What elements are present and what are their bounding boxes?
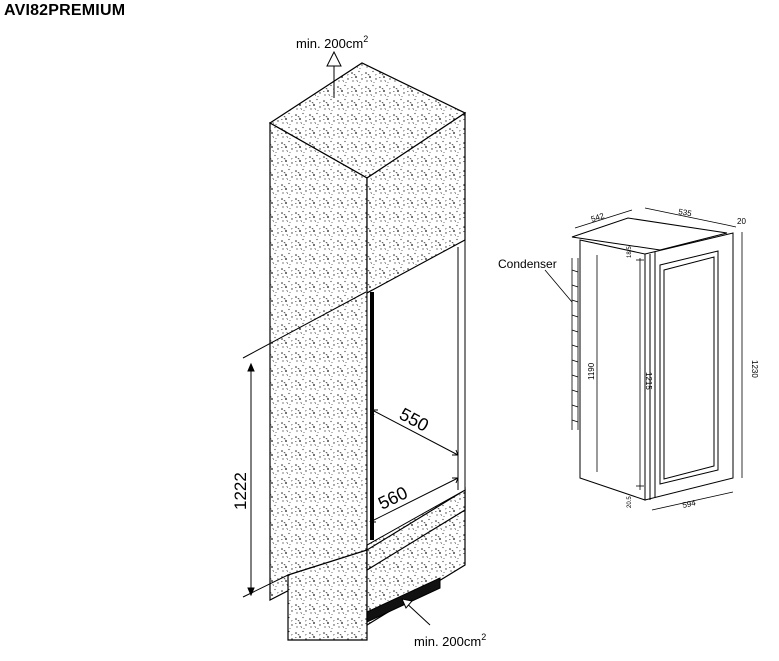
appliance-drawing [571,217,734,501]
model-title: AVI82PREMIUM [4,2,126,19]
appliance-top-face [571,217,728,251]
height-dimension [242,291,367,598]
top-vent-arrow [326,50,342,98]
dim-top-right: 20 [737,217,746,226]
dim-bottom-width: 594 [682,498,697,510]
depth-dimension [371,409,459,456]
dim-body-height: 1190 [587,362,596,380]
cabinet-left-front-panel [269,121,368,601]
bottom-vent-arrow [401,598,431,626]
condenser-grille [544,258,579,430]
cabinet-base-front [287,549,368,641]
appliance-dimensions [574,207,743,511]
dim-inner-height: 1215 [644,372,653,390]
dim-overall-height: 1230 [750,360,759,378]
dim-small-top: 18.5 [627,246,633,258]
height-dimension-label: 1222 [231,472,250,510]
appliance-door-glass [659,250,719,485]
cabinet-plinth-panel [366,488,466,572]
dim-top-left: 542 [590,211,606,224]
condenser-label: Condenser [498,257,557,271]
cabinet-drawing [268,62,467,641]
top-vent-label: min. 200cm2 [296,34,368,51]
dim-top-mid: 535 [678,207,693,218]
dim-small-bottom: 20.5 [627,496,633,508]
cabinet-niche [366,239,466,546]
niche-opening [366,239,466,546]
bottom-vent-label: min. 200cm2 [414,632,486,649]
width-dimension [369,477,459,523]
